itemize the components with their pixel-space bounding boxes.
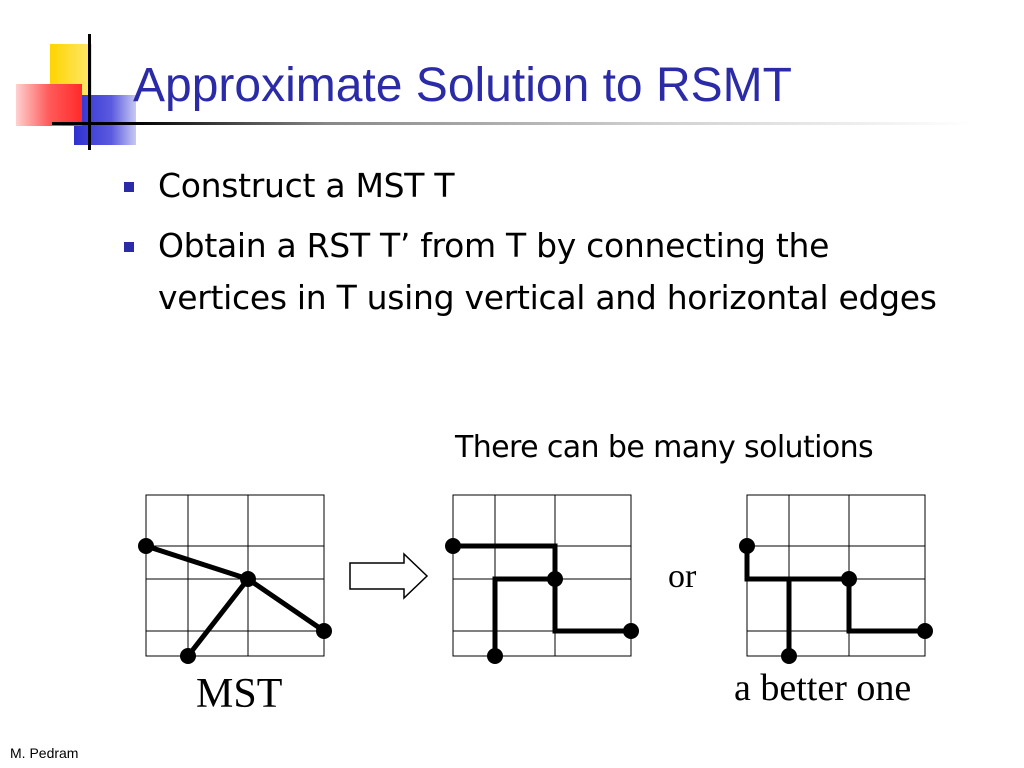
bullet-item: Obtain a RST T’ from T by connecting the… bbox=[118, 220, 938, 324]
bullet-list: Construct a MST T Obtain a RST T’ from T… bbox=[118, 160, 938, 332]
vertex bbox=[781, 648, 797, 664]
footer-author: M. Pedram bbox=[10, 745, 79, 761]
title-rule bbox=[52, 122, 972, 125]
slide-logo-icon bbox=[16, 34, 140, 150]
label-better-one: a better one bbox=[734, 667, 912, 709]
rst-b-vertices bbox=[739, 538, 933, 664]
right-arrow-icon bbox=[349, 552, 429, 600]
rst-edge bbox=[744, 546, 925, 634]
mst-vertices bbox=[138, 538, 332, 664]
vertex bbox=[917, 623, 933, 639]
vertex bbox=[316, 623, 332, 639]
vertex bbox=[180, 648, 196, 664]
slide-title: Approximate Solution to RSMT bbox=[133, 59, 792, 112]
figure-caption: There can be many solutions bbox=[455, 430, 874, 465]
bullet-item: Construct a MST T bbox=[118, 160, 938, 212]
rst-b-edges bbox=[744, 546, 925, 656]
vertex bbox=[547, 571, 563, 587]
vertex bbox=[138, 538, 154, 554]
mst-edge bbox=[185, 576, 251, 659]
rst-a-edges bbox=[453, 543, 631, 656]
square-bullet-icon bbox=[124, 182, 134, 192]
rst-edge bbox=[492, 576, 555, 656]
square-bullet-icon bbox=[124, 242, 134, 252]
vertex bbox=[739, 538, 755, 554]
vertex bbox=[445, 538, 461, 554]
label-mst: MST bbox=[196, 671, 283, 717]
rst-edge bbox=[453, 543, 631, 634]
mst-edges bbox=[143, 543, 327, 659]
bullet-text: Construct a MST T bbox=[158, 166, 455, 205]
mst-edge bbox=[245, 576, 327, 634]
label-or: or bbox=[668, 558, 697, 595]
bullet-text: Obtain a RST T’ from T by connecting the… bbox=[158, 226, 937, 317]
vertex bbox=[841, 571, 857, 587]
vertex bbox=[240, 571, 256, 587]
vertex bbox=[623, 623, 639, 639]
mst-edge bbox=[143, 543, 251, 582]
vertex bbox=[487, 648, 503, 664]
rst-a-vertices bbox=[445, 538, 639, 664]
